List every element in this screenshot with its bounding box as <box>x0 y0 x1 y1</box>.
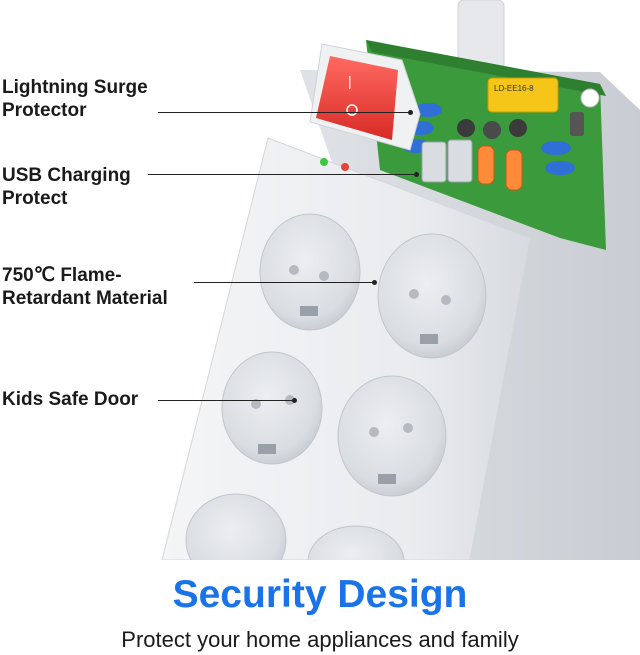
leader-line-flame <box>194 282 374 283</box>
component-label: LD-EE16-8 <box>494 84 534 93</box>
socket-grid <box>185 213 487 560</box>
socket-4 <box>337 375 447 497</box>
socket-1 <box>259 213 361 331</box>
callout-kids-safe-door: Kids Safe Door <box>2 389 139 410</box>
product-illustration: LD-EE16-8 | <box>161 0 640 560</box>
socket-5 <box>185 493 287 560</box>
callout-surge-protector: Lightning Surge Protector <box>2 77 148 121</box>
led-red <box>341 163 349 171</box>
callout-flame-retardant: 750℃ Flame- Retardant Material <box>2 265 168 309</box>
leader-dot-usb <box>414 172 419 177</box>
leader-line-usb <box>148 174 416 175</box>
headline: Security Design <box>172 573 468 616</box>
surge-protector-component: LD-EE16-8 <box>487 77 559 113</box>
socket-3 <box>221 351 323 465</box>
socket-6 <box>307 525 405 560</box>
callout-usb-protect: USB Charging Protect <box>2 165 131 209</box>
leader-dot-kids <box>292 398 297 403</box>
led-green <box>320 158 328 166</box>
tagline: Protect your home appliances and family <box>121 627 519 652</box>
leader-line-surge <box>158 112 410 113</box>
socket-2 <box>377 233 487 359</box>
leader-dot-flame <box>372 280 377 285</box>
power-strip-svg: LD-EE16-8 | <box>161 0 640 560</box>
svg-text:|: | <box>348 73 352 89</box>
leader-dot-surge <box>408 110 413 115</box>
leader-line-kids <box>158 400 294 401</box>
usb-ports <box>421 139 523 191</box>
power-switch: | <box>309 43 421 151</box>
